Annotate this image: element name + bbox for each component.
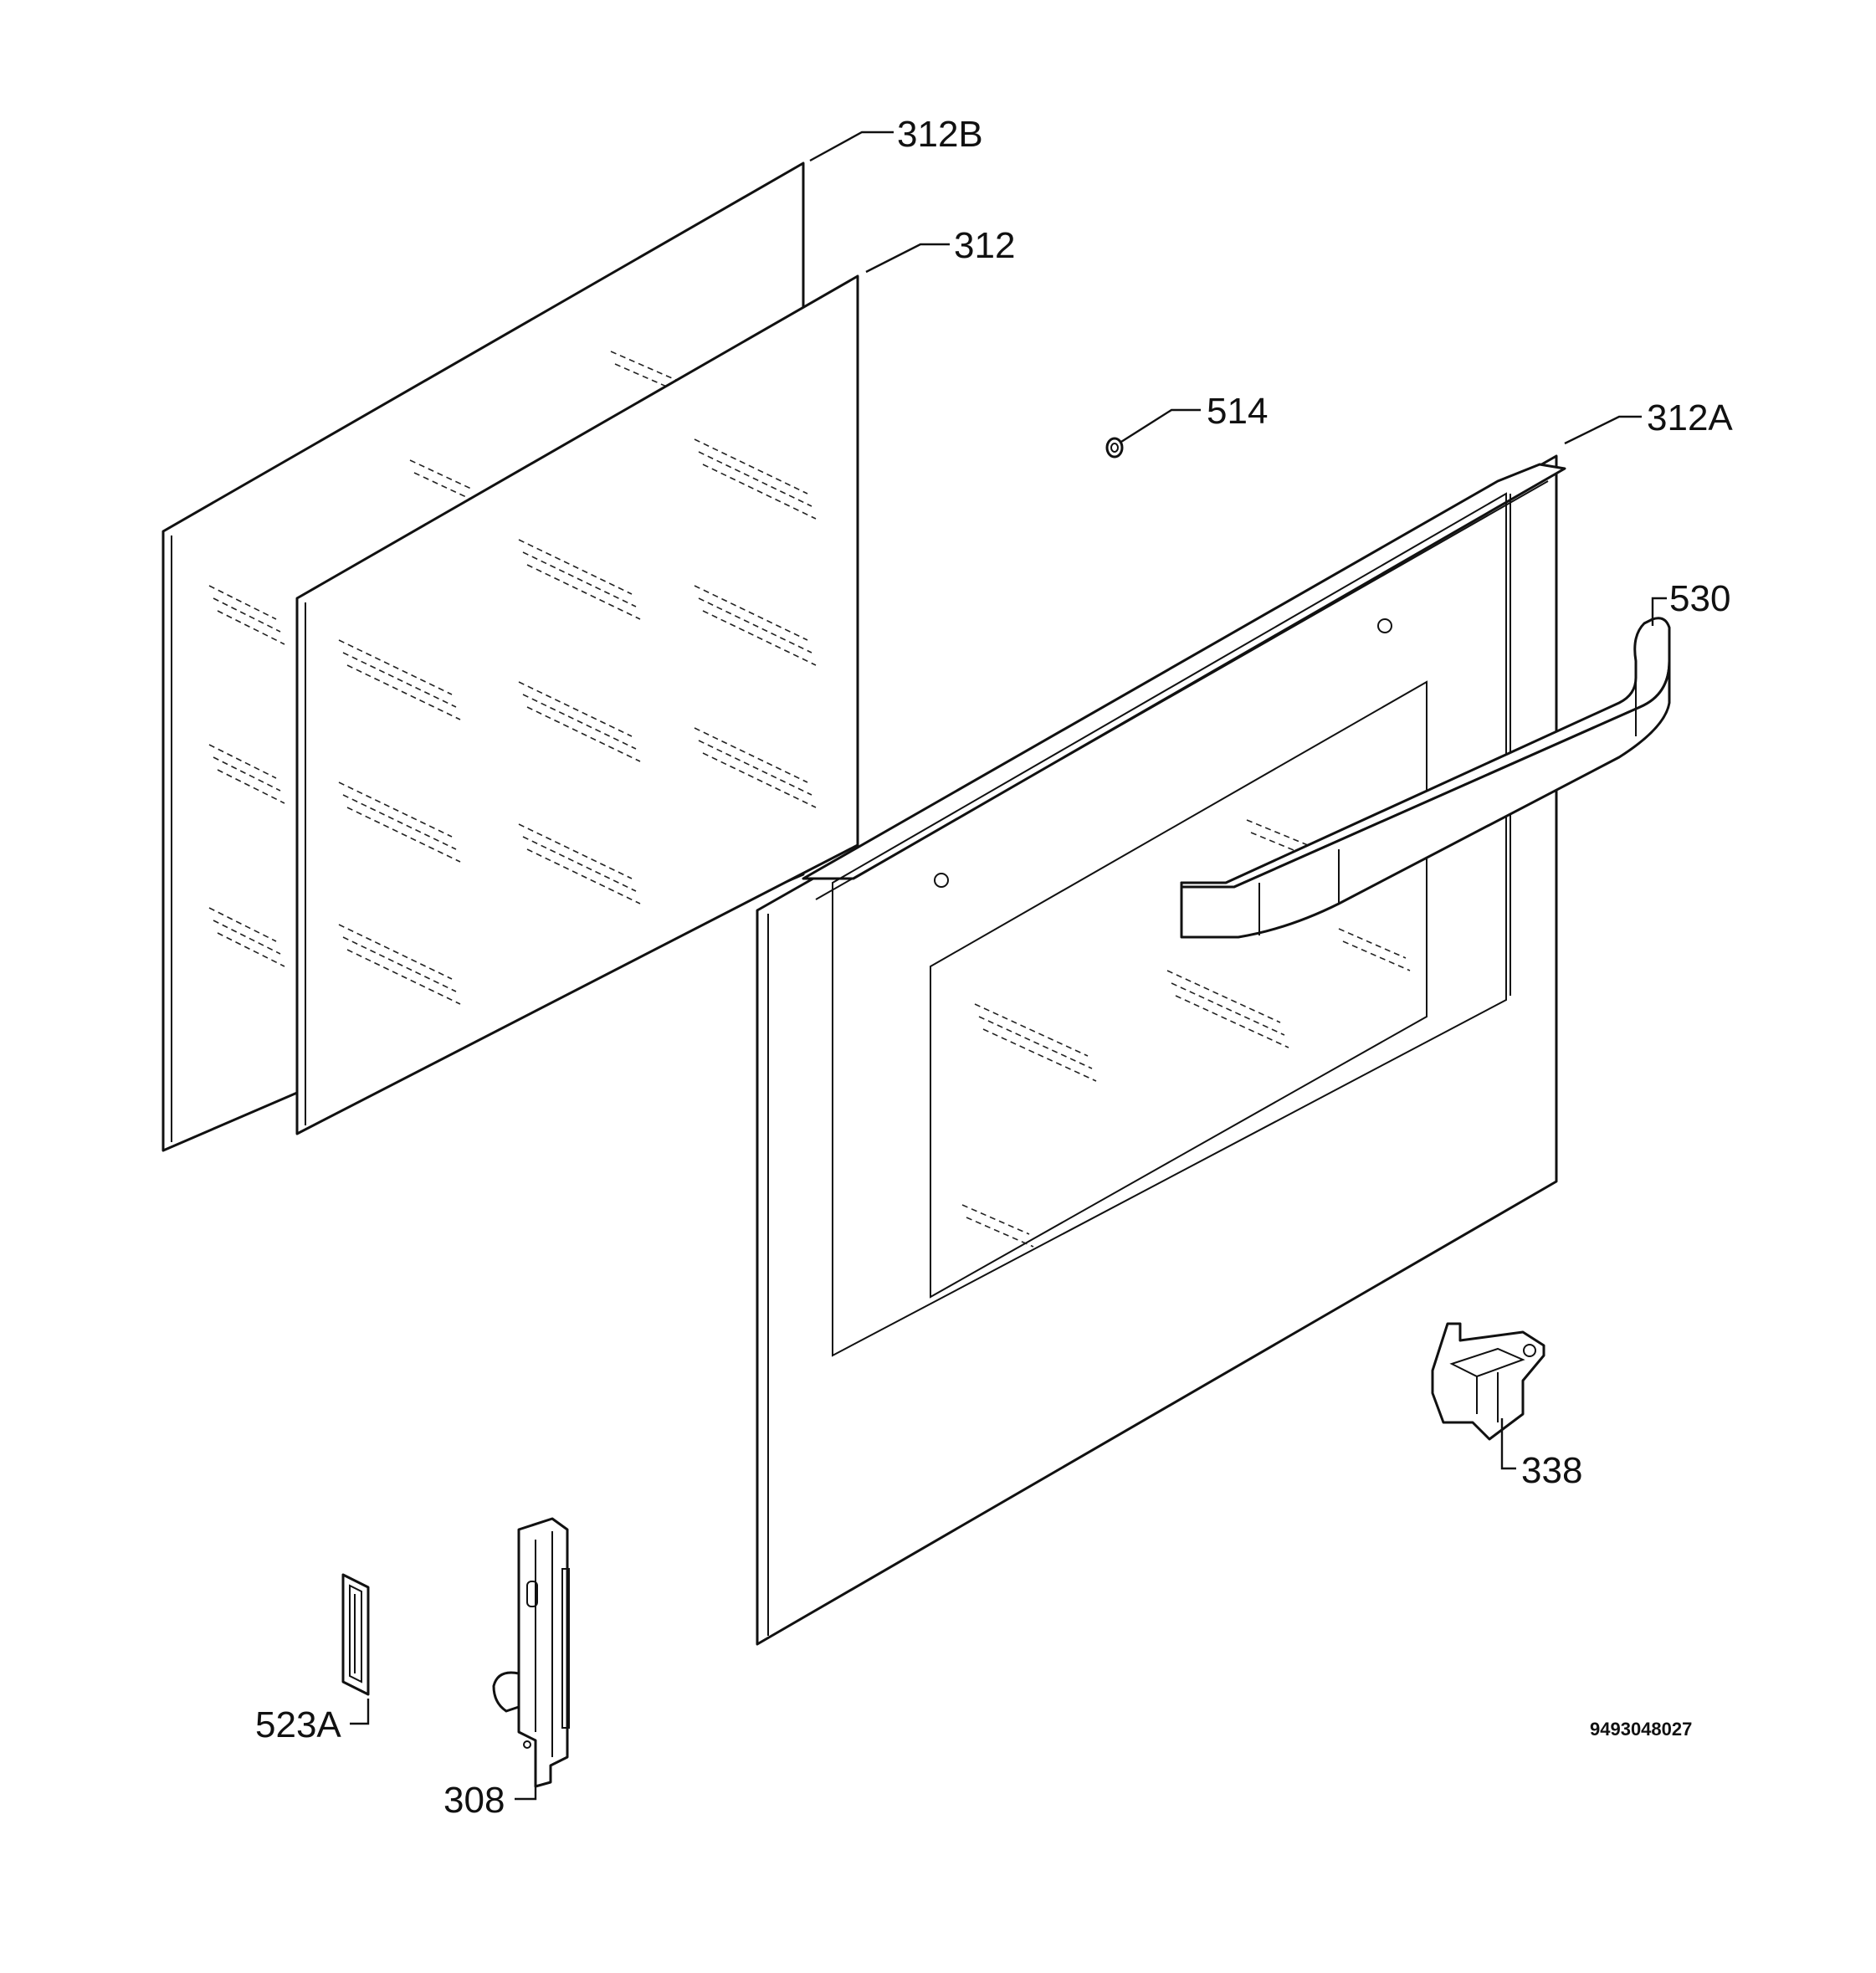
- callout-312a: 312A: [1647, 397, 1733, 438]
- callout-523a: 523A: [255, 1704, 341, 1745]
- callout-312: 312: [954, 225, 1015, 266]
- hinge-holder-338: [1431, 1322, 1545, 1441]
- glass-panel-312: [295, 274, 859, 1135]
- handle-530: [1180, 617, 1671, 939]
- door-outer-panel-312a: [756, 454, 1566, 1646]
- callout-514: 514: [1207, 391, 1268, 432]
- hinge-cover-523a: [341, 1573, 370, 1696]
- callout-308: 308: [443, 1780, 505, 1821]
- spacer-514: [1105, 437, 1124, 459]
- callout-338: 338: [1521, 1450, 1582, 1491]
- hinge-308: [492, 1517, 570, 1788]
- callout-312b: 312B: [897, 114, 983, 155]
- leader-lines: [350, 131, 1667, 1801]
- callout-530: 530: [1669, 578, 1730, 619]
- drawing-code: 9493048027: [1590, 1719, 1692, 1740]
